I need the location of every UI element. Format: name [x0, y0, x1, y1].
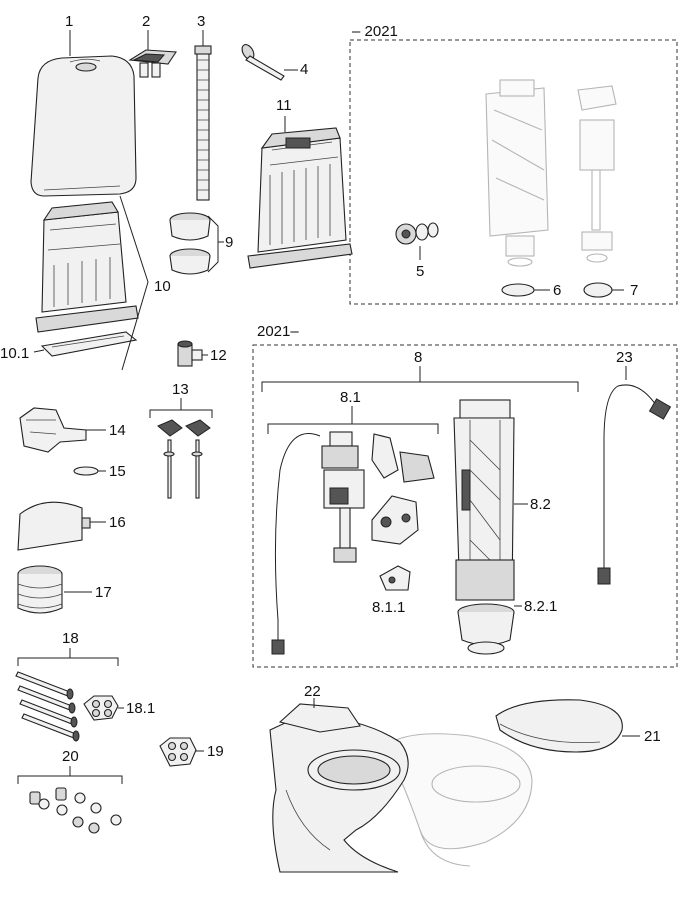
part-19-cover-caps — [159, 737, 197, 767]
part-18-1-cap-set — [83, 695, 119, 721]
part-8-2-flush-valve — [453, 399, 515, 601]
part-7-seal-ring — [583, 282, 613, 298]
part-23-supply-hose — [597, 384, 672, 585]
part-13-hinge-set — [157, 419, 211, 499]
callout-8-2: 8.2 — [530, 496, 551, 513]
part-3-actuator-rod — [194, 45, 212, 201]
callout-13: 13 — [172, 381, 189, 398]
callout-8-2-1: 8.2.1 — [524, 598, 557, 615]
part-11-cistern-frame — [247, 127, 353, 269]
callout-6: 6 — [553, 282, 561, 299]
valve-clip-component — [371, 495, 419, 545]
callout-20: 20 — [62, 748, 79, 765]
callout-8-1-1: 8.1.1 — [372, 599, 405, 616]
callout-12: 12 — [210, 347, 227, 364]
callout-7: 7 — [630, 282, 638, 299]
part-22-floor-standing-pan — [269, 703, 409, 873]
callout-23: 23 — [616, 349, 633, 366]
part-8-1-1-valve-insert — [379, 565, 411, 591]
ghost-wall-hung-pan — [395, 733, 533, 867]
part-5-nut-and-washer — [395, 222, 439, 245]
part-12-angle-valve — [177, 340, 203, 367]
part-10-inner-tank — [35, 201, 139, 333]
part-10-1-gasket — [40, 331, 138, 357]
callout-14: 14 — [109, 422, 126, 439]
old-flush-valve-illustration — [485, 79, 549, 267]
part-21-toilet-seat — [495, 699, 623, 753]
callout-16: 16 — [109, 514, 126, 531]
callout-18: 18 — [62, 630, 79, 647]
callout-3: 3 — [197, 13, 205, 30]
part-17-pan-connector — [17, 565, 63, 614]
group-label-after-2021: 2021– — [257, 323, 299, 340]
part-16-cover-cap — [17, 501, 91, 551]
callout-11: 11 — [276, 97, 292, 114]
part-9-nut-set — [169, 212, 211, 275]
part-14-flush-bend-connector — [19, 407, 87, 453]
callout-4: 4 — [300, 61, 308, 78]
callout-5: 5 — [416, 263, 424, 280]
part-20-small-parts-set — [29, 787, 122, 834]
callout-1: 1 — [65, 13, 73, 30]
part-4-fixing-screw — [241, 44, 285, 81]
callout-22: 22 — [304, 683, 321, 700]
callout-2: 2 — [142, 13, 150, 30]
callout-10-1: 10.1 — [0, 345, 29, 362]
callout-15: 15 — [109, 463, 126, 480]
callout-8: 8 — [414, 349, 422, 366]
callout-21: 21 — [644, 728, 661, 745]
callout-18-1: 18.1 — [126, 700, 155, 717]
group-label-before-2021: – 2021 — [352, 23, 398, 40]
callout-17: 17 — [95, 584, 112, 601]
group-box-before-2021 — [349, 39, 678, 305]
callout-19: 19 — [207, 743, 224, 760]
part-1-cistern-lid — [30, 55, 137, 197]
float-component — [371, 433, 435, 483]
callout-10: 10 — [154, 278, 171, 295]
part-8-1-fill-valve — [271, 431, 365, 655]
part-2-flush-button — [128, 49, 177, 78]
callout-9: 9 — [225, 234, 233, 251]
part-8-2-1-valve-base — [457, 603, 515, 655]
old-fill-valve-illustration — [577, 85, 617, 263]
part-15-o-ring — [73, 466, 99, 476]
part-6-washer — [501, 283, 535, 297]
part-18-fixing-screws — [15, 671, 80, 742]
callout-8-1: 8.1 — [340, 389, 361, 406]
group-box-after-2021 — [252, 344, 678, 668]
